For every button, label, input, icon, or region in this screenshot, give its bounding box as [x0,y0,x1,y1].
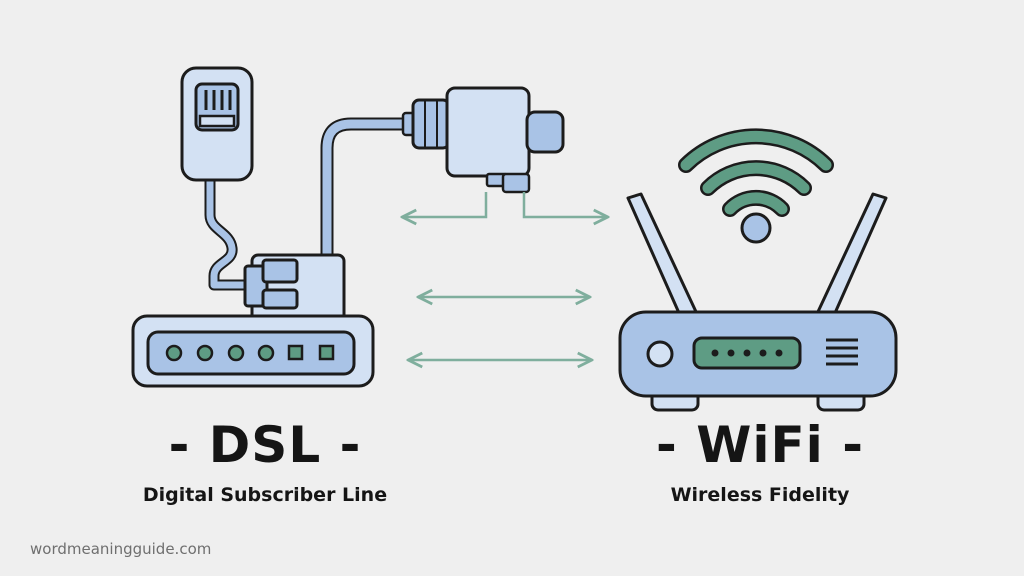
dsl-subtitle: Digital Subscriber Line [142,484,388,506]
wifi-router-icon [618,192,898,412]
dsl-modem-icon [131,253,375,388]
phone-jack-icon [180,66,254,182]
wifi-subtitle: Wireless Fidelity [670,484,850,506]
dsl-title: - DSL - [168,416,362,474]
wifi-title: - WiFi - [656,416,864,474]
site-watermark: wordmeaningguide.com [30,540,212,558]
splitter-cable [320,117,408,258]
wifi-signal-icon [678,128,834,244]
jack-cable [204,174,251,291]
double-arrow-icon [404,192,606,217]
cable-connector-icon [401,86,565,194]
